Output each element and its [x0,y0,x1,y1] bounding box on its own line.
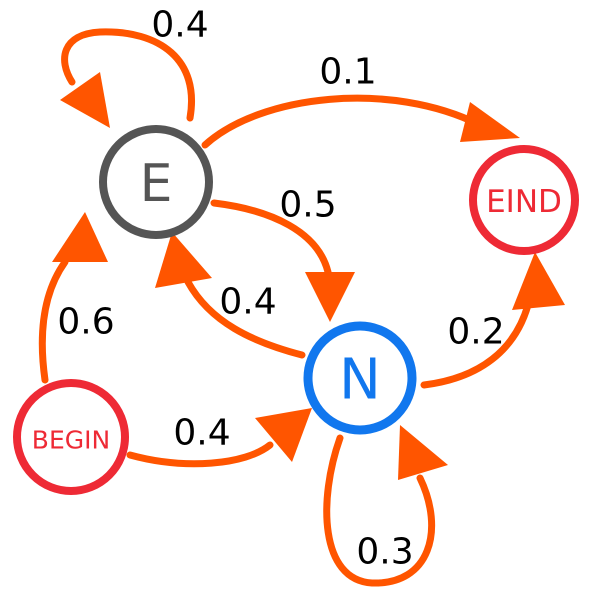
node-eind-ring [469,145,579,255]
edge-label-e-to-n: 0.5 [279,185,336,226]
arrowhead-begin-to-n [255,408,312,462]
node-e: E [99,125,213,239]
arrowhead-n-to-n [398,425,448,480]
node-e-label: E [140,154,173,214]
arrowhead-n-to-eind [512,252,565,310]
node-e-ring [99,125,213,239]
node-begin-ring [13,379,129,495]
edge-n-to-n [323,434,436,587]
edge-label-n-to-e: 0.4 [219,282,276,323]
node-eind-label: EIND [486,184,562,220]
edge-e-to-n [210,199,332,276]
node-n: N [303,321,417,435]
edge-e-to-eind [201,94,484,149]
arrowhead-e-to-e [60,72,110,128]
edge-label-e-to-eind: 0.1 [319,52,376,93]
arrowhead-begin-to-e [52,212,108,262]
edge-label-e-to-e: 0.4 [151,5,208,46]
edge-begin-to-e [38,258,69,384]
arrowhead-e-to-eind [460,102,520,142]
edge-begin-to-n [126,441,274,468]
edge-label-n-to-n: 0.3 [356,532,413,573]
node-begin-label: BEGIN [32,426,110,455]
edge-labels: 0.4 0.1 0.5 0.4 0.2 0.3 0.6 0.4 [57,5,504,573]
node-begin: BEGIN [13,379,129,495]
arrowhead-n-to-e [155,232,212,288]
node-n-label: N [339,348,381,413]
edge-e-to-e [61,28,195,122]
node-n-ring [303,321,417,435]
arrowhead-e-to-n [305,272,355,322]
edge-label-n-to-eind: 0.2 [447,312,504,353]
node-eind: EIND [469,145,579,255]
edge-n-to-e [184,278,306,359]
edge-n-to-eind [420,301,532,389]
edge-label-begin-to-n: 0.4 [173,413,230,454]
edges [38,28,565,587]
edge-label-begin-to-e: 0.6 [57,302,114,343]
